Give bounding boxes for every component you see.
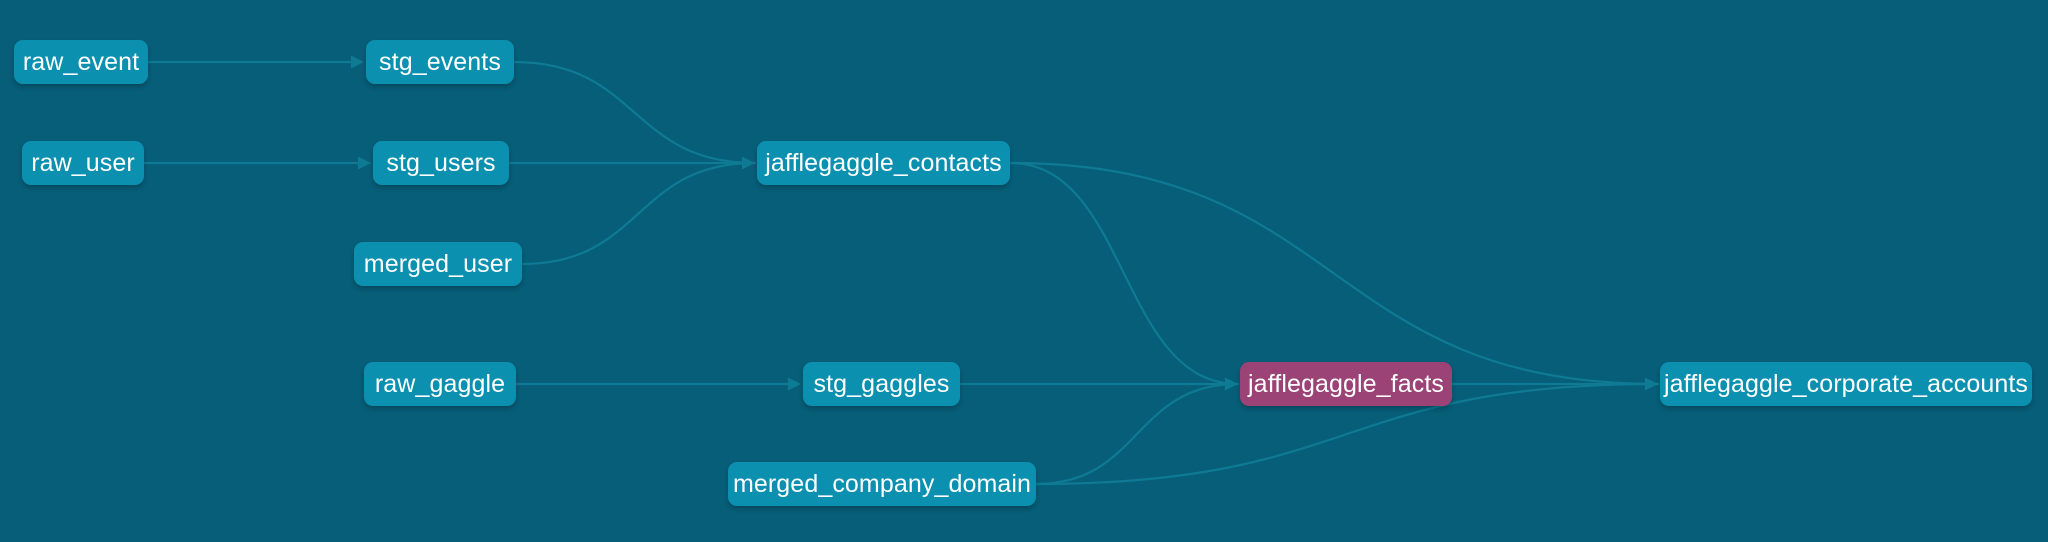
graph-edge-jafflegaggle_contacts-to-jafflegaggle_corporate_accounts [1008,161,1660,386]
graph-edge-jafflegaggle_contacts-to-jafflegaggle_facts [1008,161,1240,386]
graph-edge-merged_company_domain-to-jafflegaggle_facts [1034,382,1240,486]
graph-node-stg_users[interactable]: stg_users [373,141,509,185]
graph-edge-arrowhead [351,55,364,69]
graph-node-merged_user[interactable]: merged_user [354,242,522,286]
graph-node-label: merged_company_domain [732,469,1032,498]
graph-edge-merged_company_domain-to-jafflegaggle_corporate_accounts [1034,382,1660,486]
graph-node-label: raw_user [31,148,135,177]
graph-node-raw_event[interactable]: raw_event [14,40,148,84]
graph-edge-stg_events-to-jafflegaggle_contacts [512,60,757,165]
graph-edge-arrowhead [358,156,371,170]
graph-node-label: raw_gaggle [374,369,506,398]
graph-node-label: jafflegaggle_contacts [765,148,1002,177]
graph-node-label: raw_event [22,47,140,76]
graph-node-jafflegaggle_corporate_accounts[interactable]: jafflegaggle_corporate_accounts [1660,362,2032,406]
graph-edge-merged_user-to-jafflegaggle_contacts [520,161,757,266]
graph-node-label: merged_user [363,249,513,278]
graph-node-jafflegaggle_facts[interactable]: jafflegaggle_facts [1240,362,1452,406]
graph-node-stg_events[interactable]: stg_events [366,40,514,84]
graph-node-label: jafflegaggle_facts [1248,369,1444,398]
graph-node-label: jafflegaggle_corporate_accounts [1664,369,2029,398]
graph-node-merged_company_domain[interactable]: merged_company_domain [728,462,1036,506]
graph-node-label: stg_gaggles [813,369,950,398]
graph-node-stg_gaggles[interactable]: stg_gaggles [803,362,960,406]
graph-node-label: stg_events [379,47,501,76]
graph-node-raw_gaggle[interactable]: raw_gaggle [364,362,516,406]
graph-edge-arrowhead [788,377,801,391]
graph-node-raw_user[interactable]: raw_user [22,141,144,185]
graph-node-jafflegaggle_contacts[interactable]: jafflegaggle_contacts [757,141,1010,185]
graph-node-label: stg_users [386,148,496,177]
